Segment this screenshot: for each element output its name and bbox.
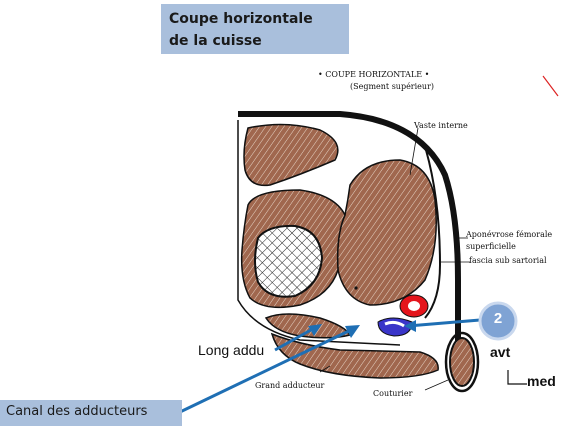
marker-number: 2 <box>493 310 503 327</box>
title-box: Coupe horizontale de la cuisse <box>161 4 349 54</box>
fascia-outline <box>424 149 442 319</box>
label-aponevrose-2: superficielle <box>466 242 516 251</box>
title-line-1: Coupe horizontale <box>169 11 313 27</box>
canal-label: Canal des adducteurs <box>6 404 148 419</box>
marker-circle <box>478 301 518 341</box>
orientation-axes <box>507 370 527 385</box>
figure-heading: • COUPE HORIZONTALE • <box>318 70 430 79</box>
arrow-marker <box>407 318 481 328</box>
label-long-addu: Long addu <box>198 342 265 358</box>
compartment-outline <box>237 120 401 346</box>
leader-vaste <box>409 127 419 176</box>
leader-grand-add <box>319 365 331 373</box>
nerve-dot <box>354 286 358 290</box>
femur-bone <box>254 224 324 298</box>
label-couturier: Couturier <box>373 389 413 398</box>
leader-couturier <box>424 379 449 391</box>
arrow-canal <box>179 326 356 414</box>
label-grand-adducteur: Grand adducteur <box>255 381 325 390</box>
canal-callout: Canal des adducteurs <box>0 400 182 426</box>
vaste-interne-muscle <box>336 159 437 306</box>
title-line-2: de la cuisse <box>169 33 262 49</box>
label-avt: avt <box>490 344 511 360</box>
grand-adducteur-muscle <box>270 332 439 379</box>
label-vaste-interne: Vaste interne <box>414 121 468 130</box>
red-mark <box>542 75 559 97</box>
lateral-muscle <box>243 123 339 187</box>
figure-subheading: (Segment supérieur) <box>350 82 435 91</box>
aponeurosis-outline <box>238 111 461 360</box>
couturier-muscle <box>449 337 475 387</box>
label-med: med <box>527 373 556 389</box>
label-aponevrose-1: Aponévrose fémorale <box>466 230 553 239</box>
label-fascia: fascia sub sartorial <box>469 256 547 265</box>
